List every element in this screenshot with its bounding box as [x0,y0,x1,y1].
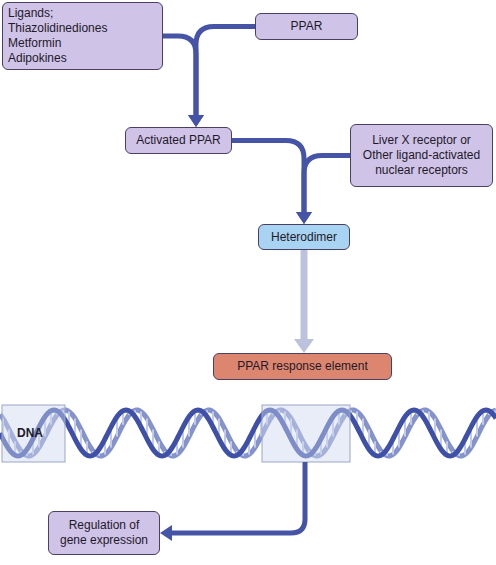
text-group: Regulation of gene expression [54,518,154,548]
connector-line [196,27,255,118]
connector-arrow [296,156,350,225]
connector-arrow [188,27,255,128]
process-box: Activated PPAR [125,127,232,154]
connector-line [163,36,196,117]
process-box: Ligands; Thiazolidinediones Metformin Ad… [2,2,163,70]
process-box: Liver X receptor or Other ligand-activat… [350,124,493,187]
text-group: Heterodimer [271,230,337,245]
arrow-head [188,115,204,127]
connector-line [232,141,304,215]
highlight-region [2,405,65,462]
text-group: PPAR response element [237,359,368,374]
dna-label: DNA [17,426,43,440]
arrow-head [296,212,312,224]
text-group: PPAR [291,19,323,34]
highlight-region [262,405,350,462]
connector-line [304,156,350,215]
box-text: PPAR [291,19,323,34]
arrow-head [188,115,204,127]
box-text: Activated PPAR [136,133,220,148]
arrow-head [294,339,314,353]
edge-group [163,27,350,354]
box-text: Ligands; Thiazolidinediones Metformin Ad… [8,6,120,66]
arrow-head [296,212,312,224]
text-group: Ligands; Thiazolidinediones Metformin Ad… [8,6,120,66]
box-text: Heterodimer [271,230,337,245]
dna-helix [0,410,496,456]
box-text: Regulation of gene expression [54,518,154,548]
box-text: Liver X receptor or Other ligand-activat… [359,133,484,178]
process-box: Regulation of gene expression [48,511,160,555]
expression-arrow [170,462,305,533]
arrow-head [160,525,172,541]
box-text: PPAR response element [237,359,368,374]
process-box: PPAR response element [213,353,392,380]
connector-line [301,250,308,342]
process-box: Heterodimer [258,224,350,250]
process-box: PPAR [255,13,358,40]
connector-arrow [232,141,312,225]
text-group: Liver X receptor or Other ligand-activat… [359,133,484,178]
connector-arrow [294,250,314,353]
text-group: Activated PPAR [136,133,220,148]
dna-strand [0,410,496,456]
dna-strand [0,410,496,456]
